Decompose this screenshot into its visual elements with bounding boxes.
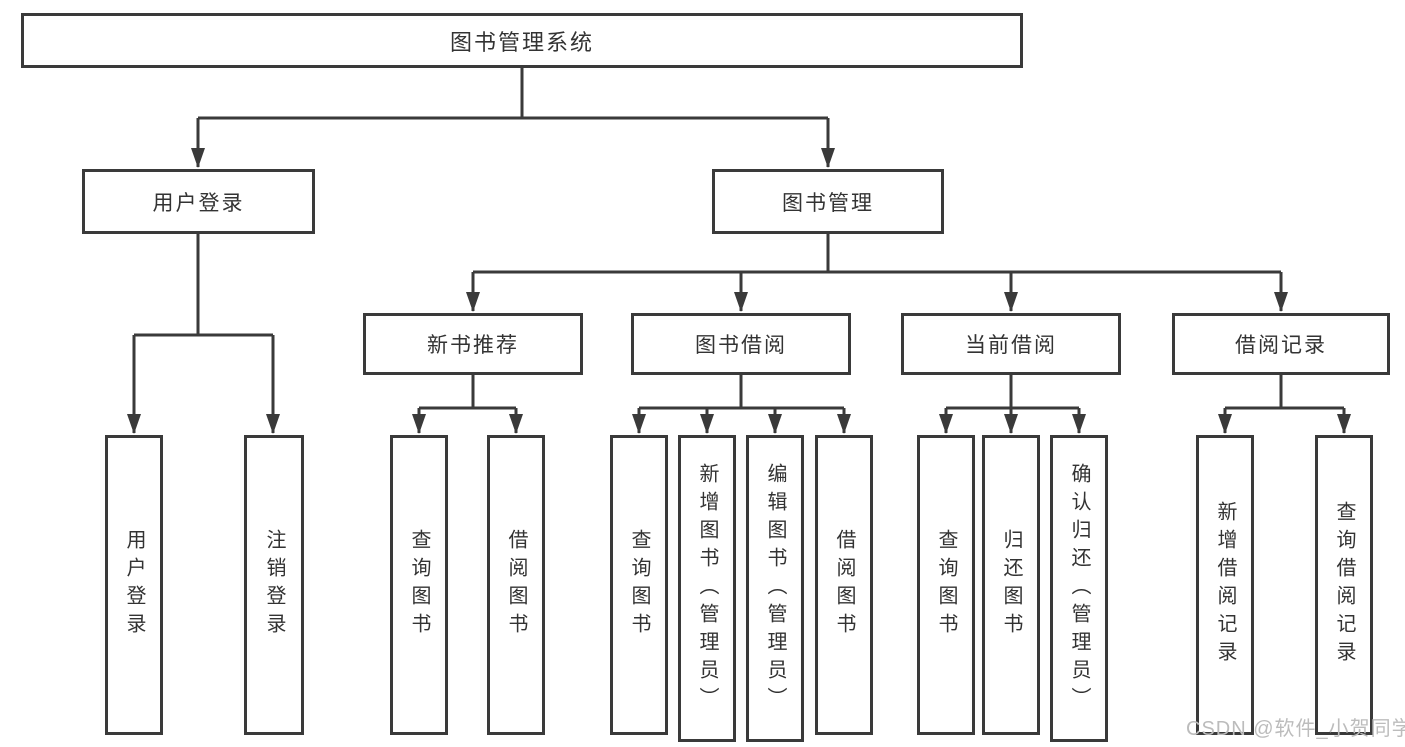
leaf-add-book-admin-label: 新增图书（管理员） bbox=[696, 462, 718, 715]
node-book-management-branch-label: 图书管理 bbox=[782, 191, 874, 215]
leaf-user-login-label: 用户登录 bbox=[123, 529, 145, 641]
node-book-borrow: 图书借阅 bbox=[631, 313, 851, 375]
leaf-add-borrow-record-label: 新增借阅记录 bbox=[1214, 501, 1236, 669]
node-root-label: 图书管理系统 bbox=[449, 29, 594, 55]
leaf-add-borrow-record: 新增借阅记录 bbox=[1196, 435, 1254, 735]
leaf-edit-book-admin-label: 编辑图书（管理员） bbox=[764, 462, 786, 715]
leaf-query-books-current: 查询图书 bbox=[917, 435, 975, 735]
leaf-borrow-books-recommend-label: 借阅图书 bbox=[505, 529, 527, 641]
node-borrow-records-label: 借阅记录 bbox=[1235, 334, 1327, 357]
leaf-query-borrow-record-label: 查询借阅记录 bbox=[1333, 501, 1355, 669]
node-new-book-recommend-label: 新书推荐 bbox=[427, 334, 519, 357]
node-user-login-branch: 用户登录 bbox=[82, 169, 315, 234]
node-new-book-recommend: 新书推荐 bbox=[363, 313, 583, 375]
node-user-login-branch-label: 用户登录 bbox=[152, 191, 245, 215]
leaf-borrow-books-recommend: 借阅图书 bbox=[487, 435, 545, 735]
node-book-borrow-label: 图书借阅 bbox=[695, 334, 787, 357]
leaf-edit-book-admin: 编辑图书（管理员） bbox=[746, 435, 804, 742]
node-root: 图书管理系统 bbox=[21, 13, 1023, 68]
leaf-borrow-books: 借阅图书 bbox=[815, 435, 873, 735]
watermark: CSDN @软件_小贺同学 bbox=[1186, 718, 1405, 740]
leaf-borrow-books-label: 借阅图书 bbox=[833, 529, 855, 641]
leaf-add-book-admin: 新增图书（管理员） bbox=[678, 435, 736, 742]
node-borrow-records: 借阅记录 bbox=[1172, 313, 1390, 375]
leaf-query-books-recommend: 查询图书 bbox=[390, 435, 448, 735]
node-book-management-branch: 图书管理 bbox=[712, 169, 944, 234]
leaf-query-books-borrow: 查询图书 bbox=[610, 435, 668, 735]
leaf-logout-label: 注销登录 bbox=[263, 529, 285, 641]
leaf-query-books-current-label: 查询图书 bbox=[935, 529, 957, 641]
leaf-user-login: 用户登录 bbox=[105, 435, 163, 735]
leaf-logout: 注销登录 bbox=[244, 435, 304, 735]
leaf-return-books-label: 归还图书 bbox=[1000, 529, 1022, 641]
node-current-borrow-label: 当前借阅 bbox=[965, 334, 1057, 357]
leaf-confirm-return-admin-label: 确认归还（管理员） bbox=[1068, 462, 1090, 715]
node-current-borrow: 当前借阅 bbox=[901, 313, 1121, 375]
leaf-query-books-borrow-label: 查询图书 bbox=[628, 529, 650, 641]
leaf-query-books-recommend-label: 查询图书 bbox=[408, 529, 430, 641]
leaf-confirm-return-admin: 确认归还（管理员） bbox=[1050, 435, 1108, 742]
leaf-return-books: 归还图书 bbox=[982, 435, 1040, 735]
leaf-query-borrow-record: 查询借阅记录 bbox=[1315, 435, 1373, 735]
